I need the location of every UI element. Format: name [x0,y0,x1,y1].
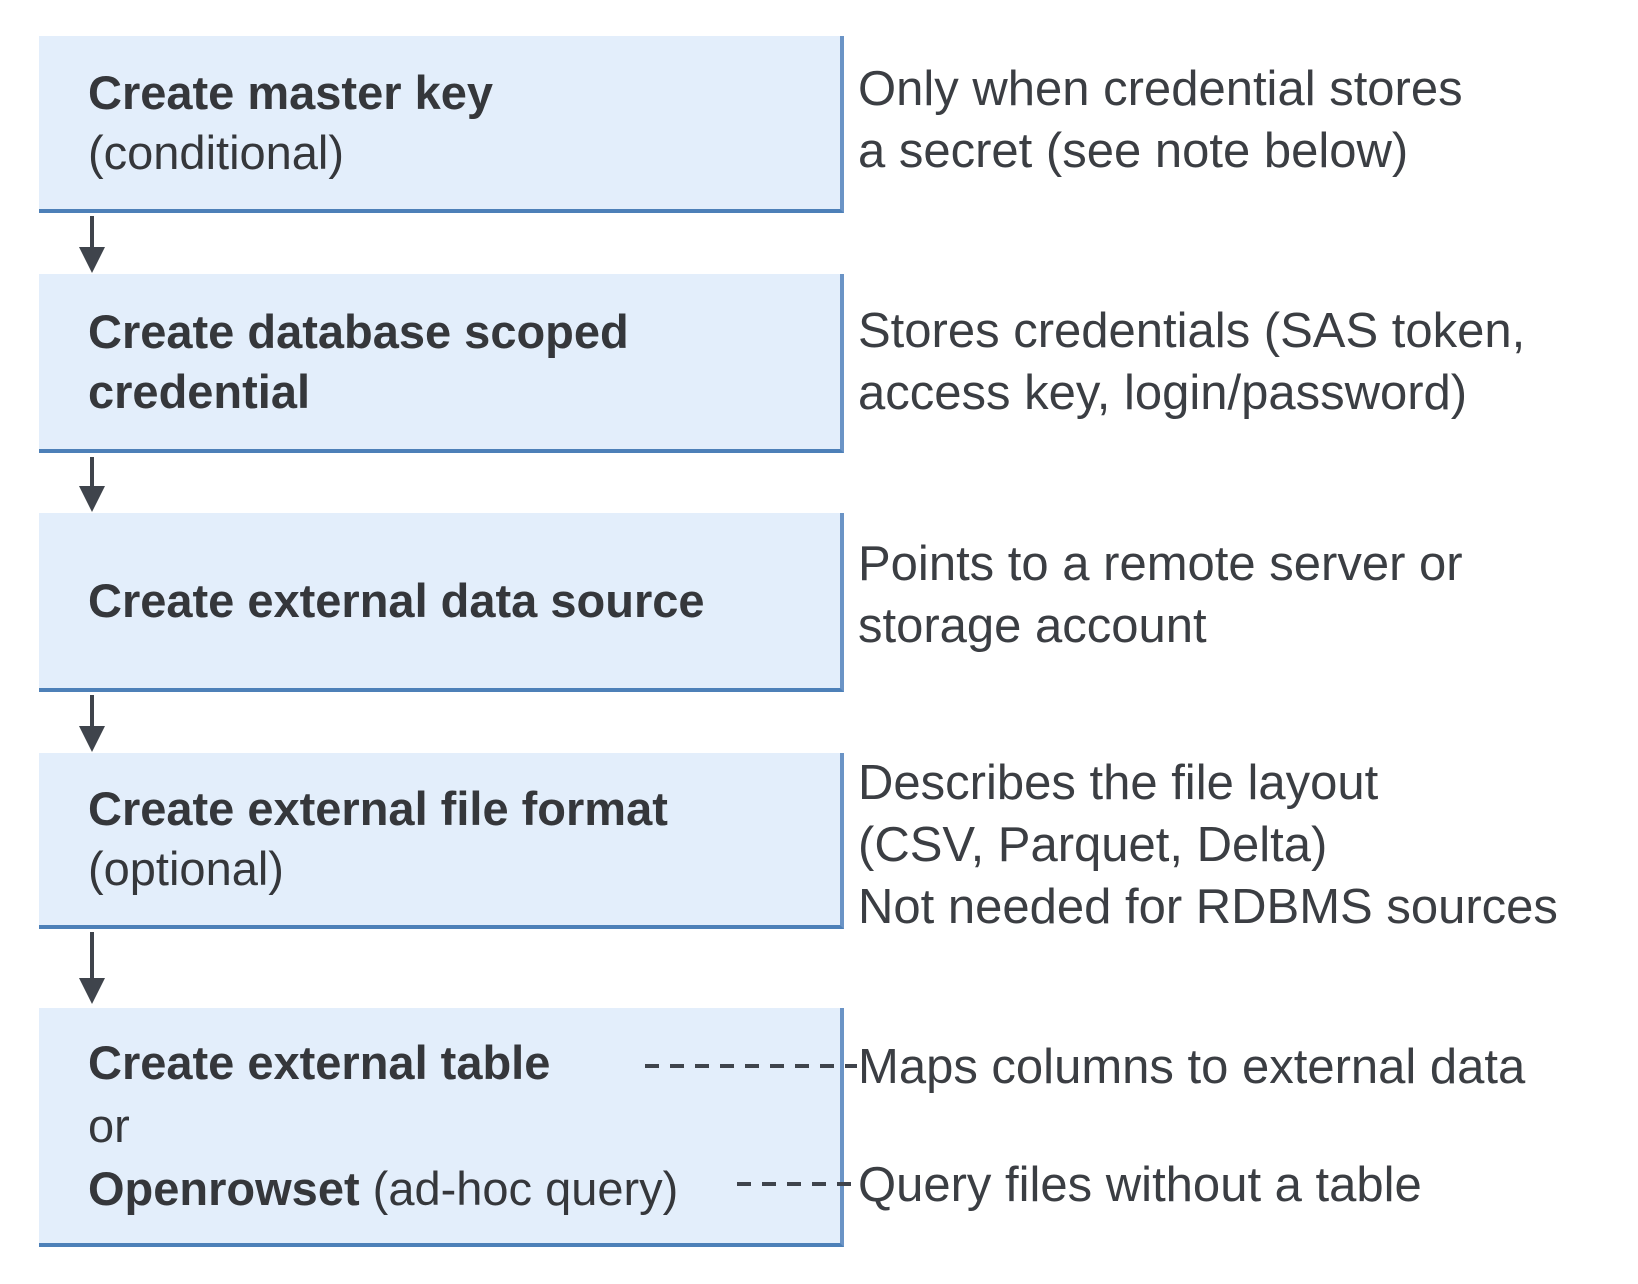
box-title-option1: Create external table [88,1036,551,1089]
box-title: Create database scoped credential [88,304,629,418]
box-title-option2-bold: Openrowset [88,1162,360,1215]
note-database-scoped-credential: Stores credentials (SAS token, access ke… [858,304,1526,420]
flow-box-create-external-file-format: Create external file format (optional) [39,753,844,929]
flow-box-create-external-table-or-openrowset: Create external table or Openrowset (ad-… [39,1008,844,1247]
box-text: Create external file format (optional) [39,779,840,899]
box-title: Create master key [88,65,493,119]
box-text: Create external data source [39,571,840,631]
arrow-down-icon [79,216,105,273]
box-text: Create database scoped credential [39,302,840,422]
box-subtitle: (conditional) [88,125,345,179]
arrow-down-icon [79,695,105,752]
dashed-connector-external-table [645,1064,857,1068]
arrow-down-icon [79,457,105,512]
box-title-option2-regular: (ad-hoc query) [359,1162,679,1215]
dashed-connector-openrowset [737,1182,857,1186]
box-or-word: or [88,1099,130,1152]
note-external-data-source: Points to a remote server or storage acc… [858,537,1463,653]
flow-box-create-master-key: Create master key (conditional) [39,36,844,213]
arrow-down-icon [79,932,105,1004]
note-openrowset: Query files without a table [858,1158,1422,1212]
flow-box-create-database-scoped-credential: Create database scoped credential [39,274,844,453]
note-master-key: Only when credential stores a secret (se… [858,62,1463,178]
flow-box-create-external-data-source: Create external data source [39,513,844,692]
box-text: Create master key (conditional) [39,63,840,183]
box-title: Create external file format [88,782,668,835]
box-text: Create external table or Openrowset (ad-… [39,1031,840,1220]
box-title: Create external data source [88,573,705,627]
note-external-file-format: Describes the file layout (CSV, Parquet,… [858,756,1558,934]
box-title-option2: Openrowset (ad-hoc query) [88,1157,820,1220]
note-external-table: Maps columns to external data [858,1040,1526,1094]
box-subtitle: (optional) [88,842,284,895]
